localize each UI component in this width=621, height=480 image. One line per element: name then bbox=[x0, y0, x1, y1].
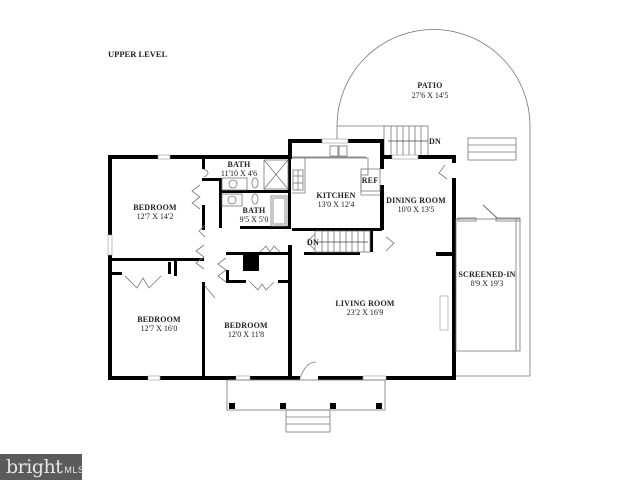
svg-text:13'0 X 12'4: 13'0 X 12'4 bbox=[318, 200, 355, 209]
room-patio: PATIO 27'6 X 14'5 bbox=[412, 81, 449, 100]
logo-suffix: MLS bbox=[64, 464, 85, 475]
svg-text:12'7 X 14'2: 12'7 X 14'2 bbox=[137, 212, 174, 221]
room-screened-in: SCREENED-IN 8'9 X 19'3 bbox=[458, 270, 515, 288]
svg-text:BEDROOM: BEDROOM bbox=[133, 203, 177, 212]
exterior-stairs bbox=[383, 125, 429, 157]
room-bedroom-2: BEDROOM 12'7 X 16'0 bbox=[137, 315, 181, 333]
svg-text:KITCHEN: KITCHEN bbox=[316, 191, 355, 200]
svg-text:23'2 X 16'9: 23'2 X 16'9 bbox=[347, 308, 384, 317]
interior-walls bbox=[112, 159, 456, 380]
front-porch bbox=[226, 379, 386, 433]
interior-stairs bbox=[306, 230, 371, 253]
room-kitchen: KITCHEN 13'0 X 12'4 bbox=[316, 191, 355, 209]
svg-text:12'7 X 16'0: 12'7 X 16'0 bbox=[141, 324, 178, 333]
svg-text:PATIO: PATIO bbox=[417, 81, 442, 90]
kitchen-fixtures bbox=[291, 145, 381, 196]
room-bedroom-3: BEDROOM 12'0 X 11'8 bbox=[224, 321, 268, 339]
room-dining: DINING ROOM 10'0 X 13'5 bbox=[386, 196, 446, 214]
svg-text:SCREENED-IN: SCREENED-IN bbox=[458, 270, 515, 279]
bright-mls-logo: bright MLS bbox=[0, 454, 85, 480]
logo-wordmark: bright bbox=[6, 455, 63, 478]
screened-porch bbox=[455, 164, 531, 377]
svg-text:LIVING ROOM: LIVING ROOM bbox=[335, 299, 395, 308]
patio bbox=[336, 29, 531, 164]
ref-label: REF bbox=[362, 176, 379, 185]
svg-text:BEDROOM: BEDROOM bbox=[137, 315, 181, 324]
svg-text:BATH: BATH bbox=[228, 160, 251, 169]
svg-text:BATH: BATH bbox=[243, 206, 266, 215]
svg-text:8'9 X 19'3: 8'9 X 19'3 bbox=[471, 279, 504, 288]
fireplace bbox=[439, 295, 449, 331]
level-title: UPPER LEVEL bbox=[108, 49, 168, 59]
room-bath-lower: BATH 9'5 X 5'0 bbox=[240, 206, 269, 224]
door-swings bbox=[124, 164, 448, 379]
stairs-dn-label-patio: DN bbox=[429, 137, 441, 146]
svg-text:12'0 X 11'8: 12'0 X 11'8 bbox=[228, 330, 264, 339]
svg-text:9'5 X 5'0: 9'5 X 5'0 bbox=[240, 215, 269, 224]
stairs-dn-label-interior: DN bbox=[307, 238, 319, 247]
svg-text:27'6 X 14'5: 27'6 X 14'5 bbox=[412, 91, 449, 100]
svg-text:BEDROOM: BEDROOM bbox=[224, 321, 268, 330]
room-living: LIVING ROOM 23'2 X 16'9 bbox=[335, 299, 395, 317]
room-bath-upper: BATH 11'10 X 4'6 bbox=[221, 160, 257, 178]
room-bedroom-1: BEDROOM 12'7 X 14'2 bbox=[133, 203, 177, 221]
svg-text:10'0 X 13'5: 10'0 X 13'5 bbox=[398, 205, 435, 214]
walls bbox=[107, 138, 456, 381]
svg-text:11'10 X 4'6: 11'10 X 4'6 bbox=[221, 169, 257, 178]
bath-fixtures bbox=[221, 159, 289, 227]
svg-text:DINING ROOM: DINING ROOM bbox=[386, 196, 446, 205]
